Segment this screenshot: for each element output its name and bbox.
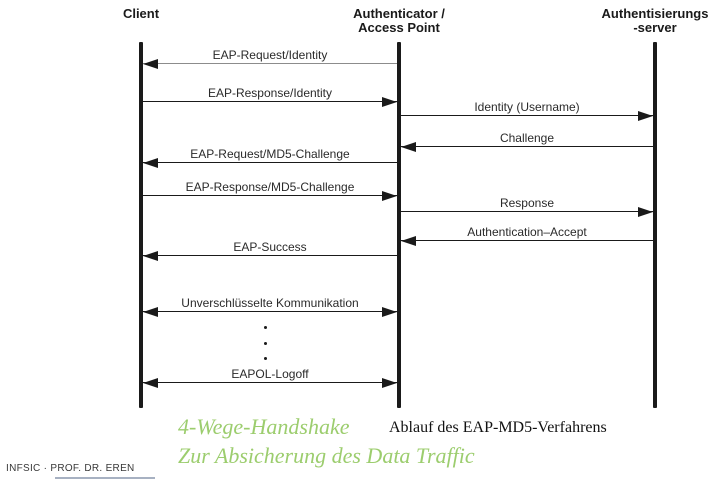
actor-client-line1: Client — [122, 6, 160, 21]
message-line — [143, 162, 397, 164]
ellipsis-dot — [264, 342, 267, 345]
arrowhead-left-icon — [143, 307, 158, 317]
message-line — [143, 101, 397, 103]
message-label: Response — [499, 196, 555, 210]
actor-authenticator-line1: Authenticator / — [353, 6, 445, 21]
actor-server-line2: -server — [633, 20, 677, 35]
actor-label-server: Authentisierungs -server — [585, 7, 721, 35]
message-label: EAP-Success — [233, 240, 307, 254]
arrowhead-right-icon — [382, 378, 397, 388]
actor-authenticator-line2: Access Point — [358, 20, 440, 35]
lifeline-authenticator — [397, 42, 401, 408]
arrowhead-left-icon — [143, 158, 158, 168]
message-label: Challenge — [499, 131, 555, 145]
message-label: EAP-Response/Identity — [207, 86, 333, 100]
message-label: EAP-Request/Identity — [212, 48, 328, 62]
caption-diagram-title: Ablauf des EAP-MD5-Verfahrens — [389, 419, 607, 436]
message-line — [401, 146, 653, 148]
lifeline-client — [139, 42, 143, 408]
arrowhead-left-icon — [143, 251, 158, 261]
message-line — [401, 115, 653, 117]
actor-label-client: Client — [71, 7, 211, 21]
lifeline-server — [653, 42, 657, 408]
message-line — [143, 382, 397, 384]
arrowhead-right-icon — [382, 191, 397, 201]
footer-credit: INFSIC · PROF. DR. EREN — [6, 463, 135, 474]
message-label: EAP-Response/MD5-Challenge — [185, 180, 355, 194]
message-label: EAPOL-Logoff — [231, 367, 309, 381]
message-label: Identity (Username) — [474, 100, 580, 114]
message-label: Authentication–Accept — [467, 225, 587, 239]
message-line — [401, 211, 653, 213]
message-line — [143, 63, 397, 64]
actor-server-line1: Authentisierungs — [601, 6, 709, 21]
arrowhead-right-icon — [638, 111, 653, 121]
message-line — [143, 195, 397, 197]
arrowhead-left-icon — [401, 236, 416, 246]
message-label: Unverschlüsselte Kommunikation — [181, 296, 359, 310]
message-line — [143, 255, 397, 257]
caption-handshake-line2: Zur Absicherung des Data Traffic — [178, 443, 475, 468]
actor-label-authenticator: Authenticator / Access Point — [329, 7, 469, 35]
arrowhead-right-icon — [638, 207, 653, 217]
ellipsis-dot — [264, 357, 267, 360]
arrowhead-right-icon — [382, 97, 397, 107]
footer-rule — [55, 477, 155, 479]
message-line — [143, 311, 397, 313]
arrowhead-left-icon — [143, 378, 158, 388]
arrowhead-left-icon — [401, 142, 416, 152]
arrowhead-left-icon — [143, 59, 158, 69]
message-label: EAP-Request/MD5-Challenge — [190, 147, 350, 161]
caption-handshake-line1: 4-Wege-Handshake — [178, 414, 350, 439]
arrowhead-right-icon — [382, 307, 397, 317]
message-line — [401, 240, 653, 242]
ellipsis-dot — [264, 326, 267, 329]
